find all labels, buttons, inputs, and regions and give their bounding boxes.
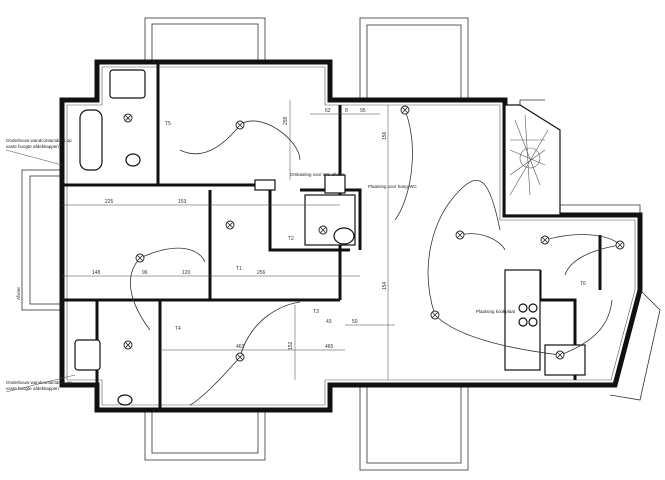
lamp-icon xyxy=(455,230,465,240)
dim-465: 465 xyxy=(325,344,334,350)
dim-43: 43 xyxy=(326,319,332,325)
lamp-icon xyxy=(235,120,245,130)
annotation-kitchen: Plaatsing kookplaat xyxy=(476,309,516,314)
dim-153: 153 xyxy=(178,199,187,205)
dim-154: 154 xyxy=(382,281,388,290)
dim-152: 152 xyxy=(288,341,294,350)
sanitary-fixtures xyxy=(74,69,538,406)
lamp-icon xyxy=(318,225,328,235)
dim-148: 148 xyxy=(92,270,101,276)
dim-256: 256 xyxy=(257,270,266,276)
switch-wiring xyxy=(130,109,621,406)
dim-62: 62 xyxy=(325,108,331,114)
lamp-icon xyxy=(123,340,133,350)
lamp-icon xyxy=(540,235,550,245)
room-mark: T3 xyxy=(313,309,319,315)
lamp-icon xyxy=(400,105,410,115)
dim-258: 258 xyxy=(283,116,289,125)
room-mark: T1 xyxy=(236,266,242,272)
annotation-left-top: Onderbouw wandcontactdoos op xyxy=(6,138,72,143)
dim-156: 156 xyxy=(382,131,388,140)
annotation-left-top-2: vaste hoogte afdekkappen xyxy=(6,144,59,149)
annotation-toilet-1: Omkasting voor WC-afvoer xyxy=(290,172,345,177)
lamp-icon xyxy=(430,310,440,320)
dim-120: 120 xyxy=(182,270,191,276)
staircase xyxy=(509,114,549,196)
dim-50: 50 xyxy=(352,319,358,325)
dim-463: 463 xyxy=(236,344,245,350)
annotation-toilet-2: Plaatsing voor hang-WC xyxy=(368,184,418,189)
room-marks: T1 T2 T3 T4 T5 T6 xyxy=(165,121,586,332)
annotations: Onderbouw wandcontactdoos op vaste hoogt… xyxy=(5,138,516,393)
lamp-icon xyxy=(225,220,235,230)
lamp-icon xyxy=(615,240,625,250)
room-mark: T5 xyxy=(165,121,171,127)
lamp-icon xyxy=(135,253,145,263)
dimension-labels: 225 153 148 96 120 256 62 8 95 258 156 4… xyxy=(92,108,388,350)
lamp-icon xyxy=(235,352,245,362)
lamp-icon xyxy=(555,350,565,360)
dim-96: 96 xyxy=(142,270,148,276)
annotation-left-bottom: Onderbouw wandcontactdoos op xyxy=(6,380,72,385)
lamp-icon xyxy=(123,113,133,123)
annotation-afvoer: Afvoer xyxy=(16,286,21,300)
annotation-left-bottom-2: vaste hoogte afdekkappen xyxy=(6,386,59,391)
room-mark: T2 xyxy=(288,236,294,242)
room-mark: T4 xyxy=(175,326,181,332)
dim-8: 8 xyxy=(345,108,348,114)
exterior-walls xyxy=(59,59,643,413)
dimension-lines xyxy=(62,100,395,380)
ceiling-lamps xyxy=(123,105,625,362)
room-mark: T6 xyxy=(580,281,586,287)
dim-225: 225 xyxy=(105,199,114,205)
dim-95: 95 xyxy=(360,108,366,114)
